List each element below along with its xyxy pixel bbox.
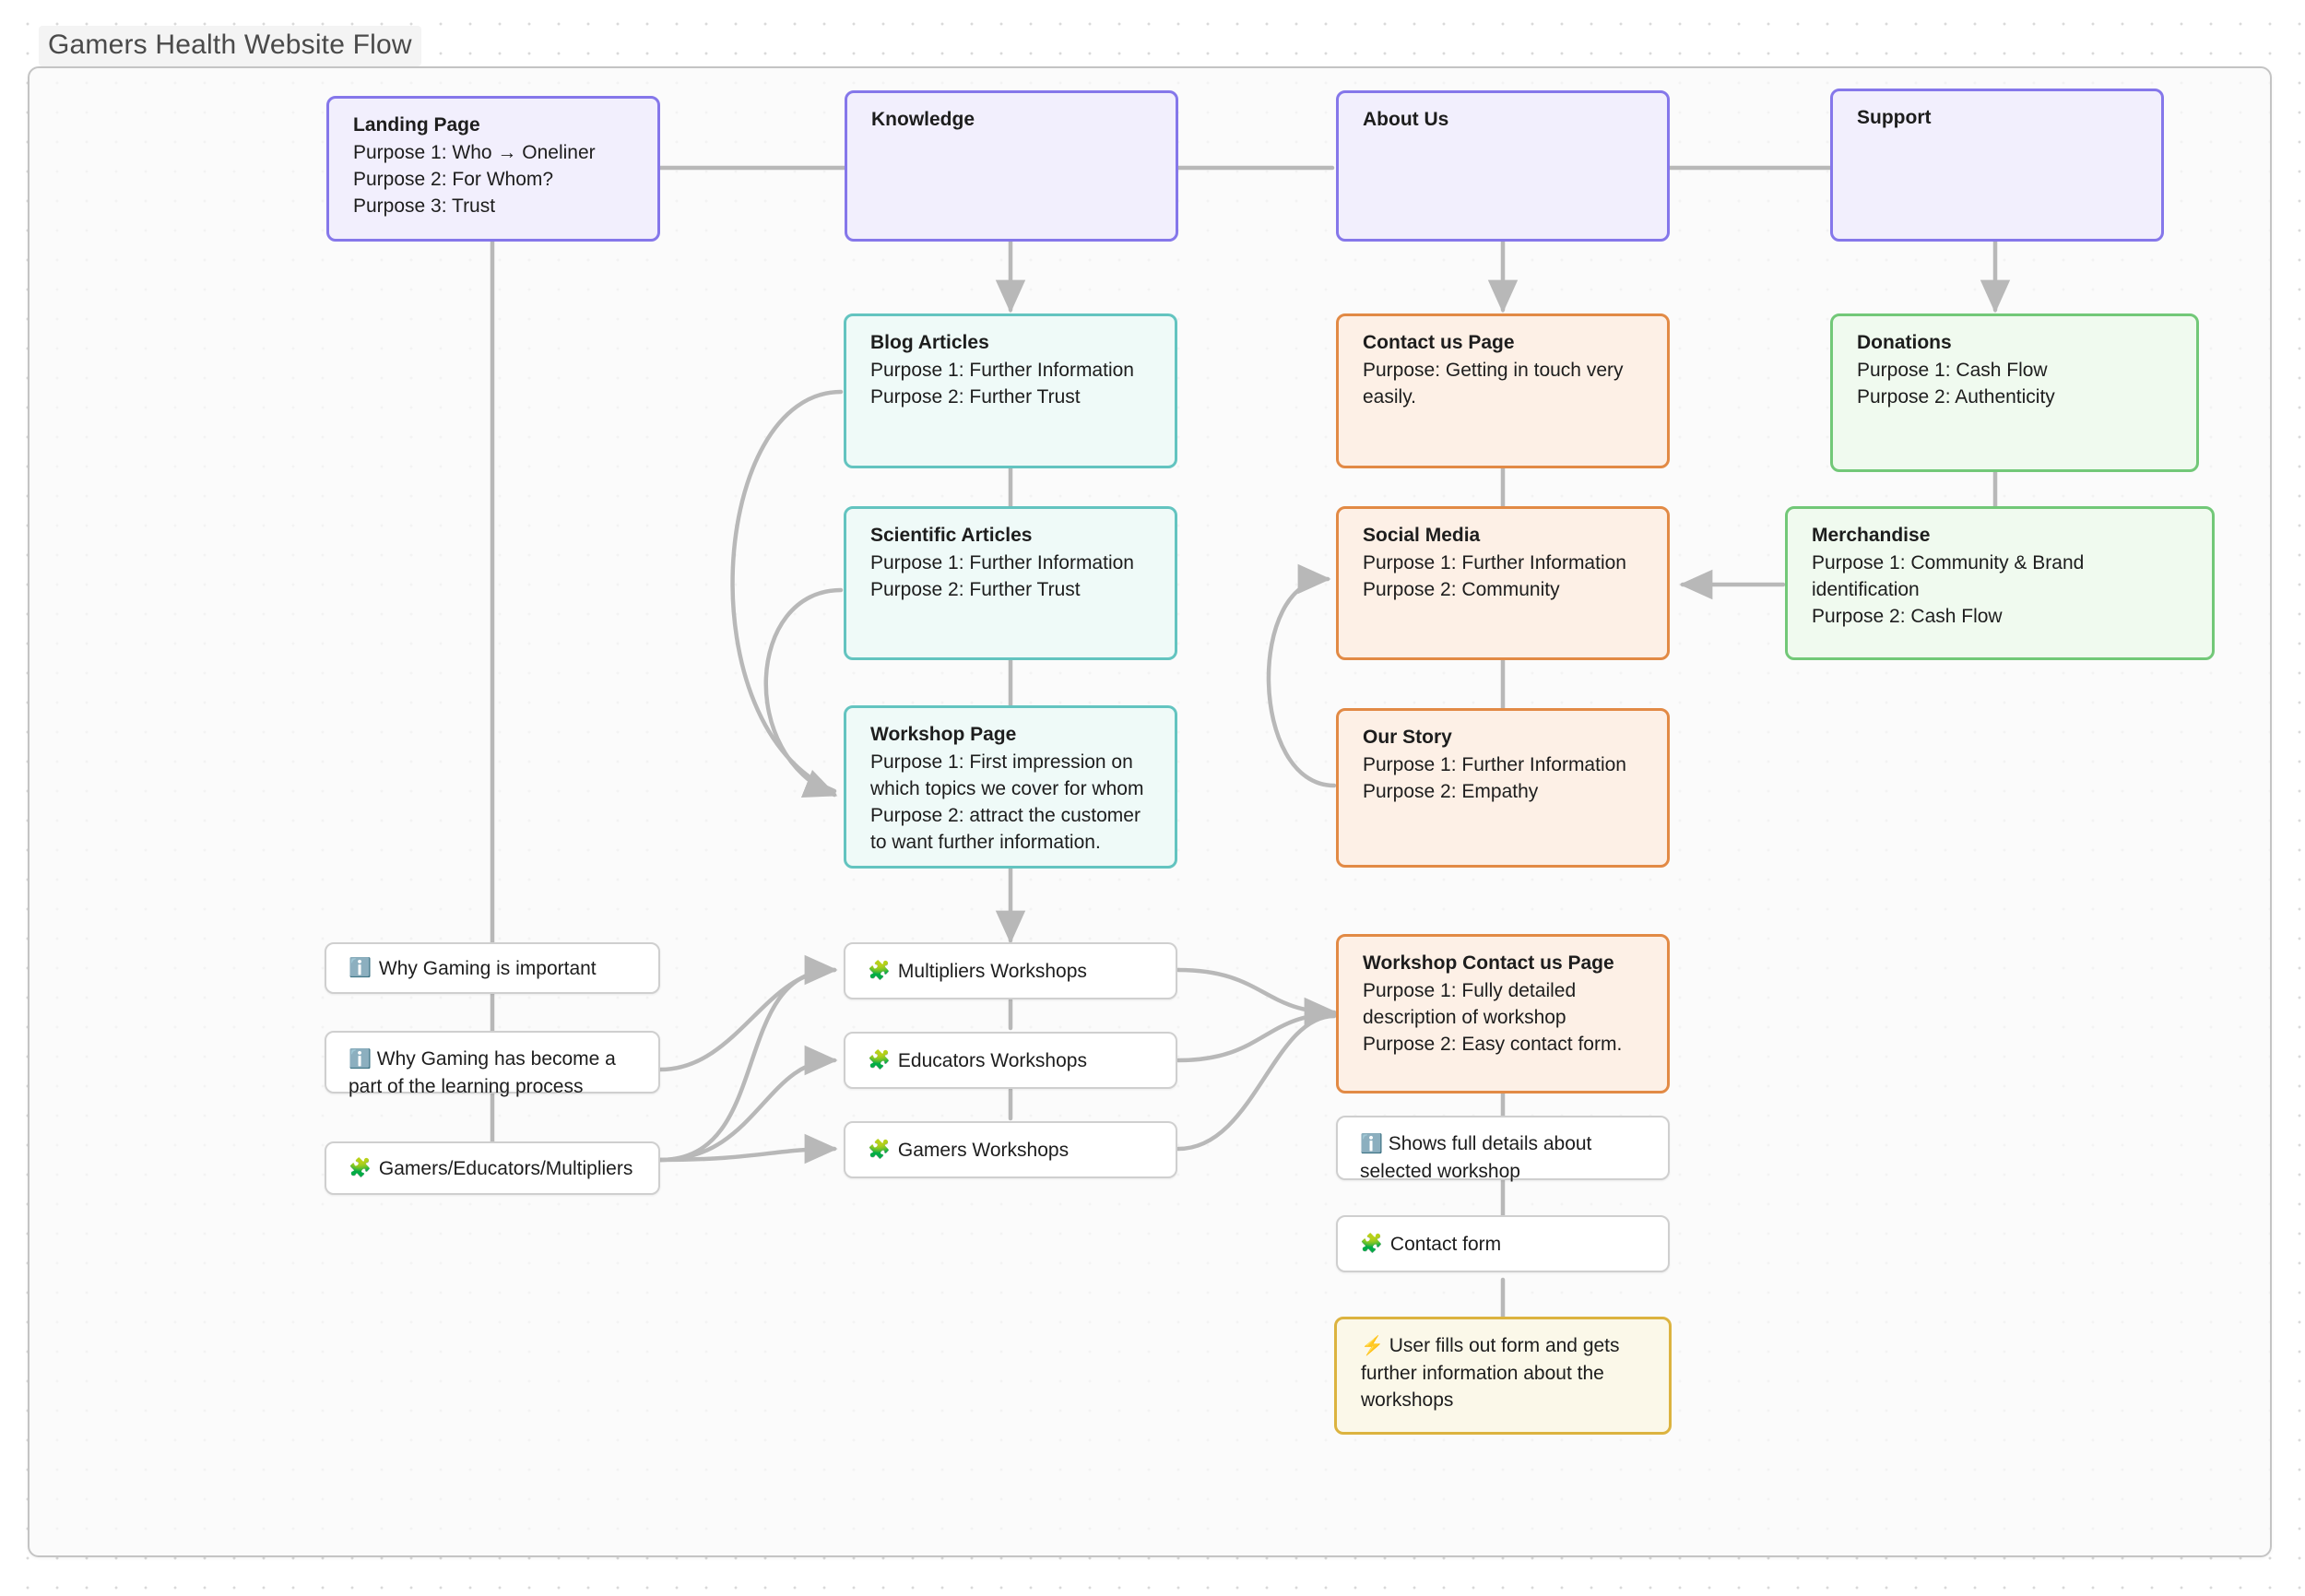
puzzle-piece-emoji: 🧩 — [349, 1158, 372, 1178]
node-line: part of the learning process — [349, 1076, 584, 1097]
node-educators-workshops[interactable]: 🧩 Educators Workshops — [844, 1032, 1177, 1089]
node-line: to want further information. — [870, 832, 1101, 853]
node-title: Scientific Articles — [870, 525, 1033, 546]
node-line: Purpose 1: First impression on — [870, 751, 1133, 773]
node-line-with-icon: ⚡ User fills out form and gets — [1361, 1332, 1650, 1360]
puzzle-piece-emoji: 🧩 — [868, 1050, 891, 1070]
node-line: Purpose: Getting in touch very — [1363, 360, 1624, 381]
node-gamers-workshops[interactable]: 🧩 Gamers Workshops — [844, 1121, 1177, 1178]
node-line: Why Gaming has become a — [376, 1048, 616, 1070]
node-line: Contact form — [1389, 1234, 1502, 1255]
node-line: Purpose 2: attract the customer — [870, 805, 1141, 826]
node-line-with-icon: ℹ️ Why Gaming has become a — [349, 1046, 642, 1073]
node-line: Purpose 1: Further Information — [870, 552, 1134, 573]
node-line: workshops — [1361, 1389, 1454, 1411]
node-title: Workshop Contact us Page — [1363, 952, 1614, 974]
node-knowledge[interactable]: Knowledge — [845, 90, 1178, 242]
node-line: Purpose 2: Easy contact form. — [1363, 1034, 1623, 1055]
node-line: Purpose 3: Trust — [353, 195, 496, 217]
node-title: Workshop Page — [870, 724, 1017, 745]
node-workshop-contact-us-page[interactable]: Workshop Contact us Page Purpose 1: Full… — [1336, 934, 1670, 1094]
node-line: Purpose 1: Cash Flow — [1857, 360, 2048, 381]
puzzle-piece-emoji: 🧩 — [868, 1140, 891, 1160]
node-line: Purpose 2: Further Trust — [870, 579, 1081, 600]
node-title: Knowledge — [871, 109, 975, 130]
node-line: Purpose 1: Further Information — [870, 360, 1134, 381]
lightning-bolt-emoji: ⚡ — [1361, 1336, 1384, 1356]
puzzle-piece-emoji: 🧩 — [1360, 1234, 1383, 1254]
node-line-with-icon: ℹ️ Shows full details about — [1360, 1130, 1651, 1158]
information-emoji: ℹ️ — [349, 958, 372, 978]
node-landing-page[interactable]: Landing Page Purpose 1: Who → Oneliner P… — [326, 96, 660, 242]
node-social-media[interactable]: Social Media Purpose 1: Further Informat… — [1336, 506, 1670, 660]
node-audience-groups[interactable]: 🧩 Gamers/Educators/Multipliers — [325, 1141, 660, 1195]
node-line: description of workshop — [1363, 1007, 1566, 1028]
node-shows-full-details[interactable]: ℹ️ Shows full details about selected wor… — [1336, 1116, 1670, 1182]
node-line: Purpose 1: Fully detailed — [1363, 980, 1577, 1001]
node-line: Shows full details about — [1388, 1133, 1592, 1154]
node-line: Purpose 2: For Whom? — [353, 169, 554, 190]
node-support[interactable]: Support — [1830, 89, 2164, 242]
node-line: which topics we cover for whom — [870, 778, 1144, 799]
node-contact-form[interactable]: 🧩 Contact form — [1336, 1215, 1670, 1272]
node-line: Why Gaming is important — [378, 958, 597, 979]
node-line: Purpose 1: Who → Oneliner — [353, 142, 596, 163]
node-line: further information about the — [1361, 1363, 1604, 1384]
node-title: Donations — [1857, 332, 1952, 353]
node-line: Purpose 2: Cash Flow — [1812, 606, 2003, 627]
node-line: Purpose 2: Authenticity — [1857, 386, 2055, 408]
board-title: Gamers Health Website Flow — [39, 26, 421, 66]
node-title: Merchandise — [1812, 525, 1931, 546]
node-our-story[interactable]: Our Story Purpose 1: Further Information… — [1336, 708, 1670, 868]
node-line: Purpose 2: Empathy — [1363, 781, 1539, 802]
node-line: easily. — [1363, 386, 1416, 408]
node-title: Support — [1857, 107, 1932, 128]
node-blog-articles[interactable]: Blog Articles Purpose 1: Further Informa… — [844, 313, 1177, 468]
node-line: Purpose 1: Community & Brand identificat… — [1812, 552, 2085, 600]
node-title: About Us — [1363, 109, 1449, 130]
node-line: Multipliers Workshops — [897, 961, 1087, 982]
node-title: Social Media — [1363, 525, 1481, 546]
node-line: Purpose 1: Further Information — [1363, 552, 1626, 573]
node-about-us[interactable]: About Us — [1336, 90, 1670, 242]
puzzle-piece-emoji: 🧩 — [868, 961, 891, 981]
information-emoji: ℹ️ — [349, 1049, 372, 1070]
node-title: Landing Page — [353, 114, 480, 136]
node-title: Our Story — [1363, 727, 1452, 748]
node-donations[interactable]: Donations Purpose 1: Cash Flow Purpose 2… — [1830, 313, 2199, 472]
node-why-gaming-important[interactable]: ℹ️ Why Gaming is important — [325, 942, 660, 994]
node-line: Gamers Workshops — [897, 1140, 1070, 1161]
node-line: selected workshop — [1360, 1161, 1520, 1182]
node-line: Educators Workshops — [897, 1050, 1087, 1071]
node-why-gaming-learning[interactable]: ℹ️ Why Gaming has become a part of the l… — [325, 1031, 660, 1097]
node-workshop-page[interactable]: Workshop Page Purpose 1: First impressio… — [844, 705, 1177, 869]
node-line: Purpose 1: Further Information — [1363, 754, 1626, 775]
node-line: Purpose 2: Further Trust — [870, 386, 1081, 408]
information-emoji: ℹ️ — [1360, 1134, 1383, 1154]
node-contact-us-page[interactable]: Contact us Page Purpose: Getting in touc… — [1336, 313, 1670, 468]
node-line: Purpose 2: Community — [1363, 579, 1560, 600]
node-title: Contact us Page — [1363, 332, 1515, 353]
node-line: Gamers/Educators/Multipliers — [378, 1158, 633, 1179]
node-scientific-articles[interactable]: Scientific Articles Purpose 1: Further I… — [844, 506, 1177, 660]
node-title: Blog Articles — [870, 332, 989, 353]
node-merchandise[interactable]: Merchandise Purpose 1: Community & Brand… — [1785, 506, 2215, 660]
node-user-fills-form[interactable]: ⚡ User fills out form and gets further i… — [1334, 1317, 1672, 1435]
node-multipliers-workshops[interactable]: 🧩 Multipliers Workshops — [844, 942, 1177, 999]
node-line: User fills out form and gets — [1389, 1335, 1620, 1356]
